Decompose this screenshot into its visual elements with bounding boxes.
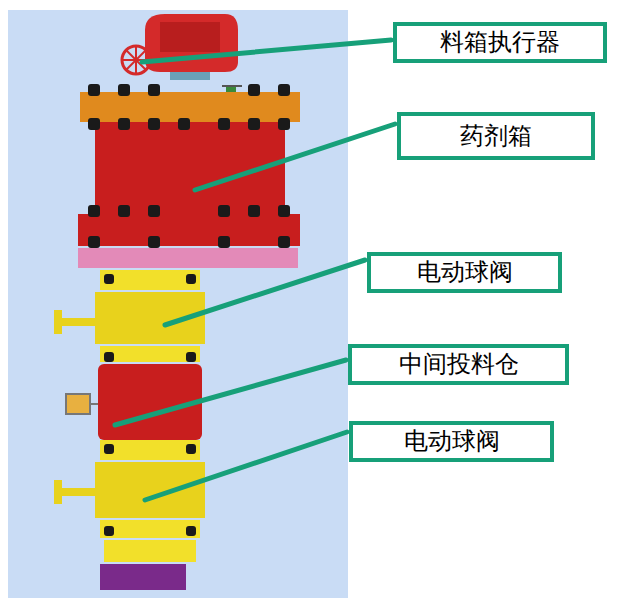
callout-box: 中间投料仓: [348, 344, 569, 385]
callout-label: 电动球阀: [417, 259, 513, 285]
background-panel: [8, 10, 348, 598]
callout-label: 中间投料仓: [399, 351, 519, 377]
lower-ball-valve: [54, 440, 205, 590]
callout-label: 料箱执行器: [440, 29, 560, 55]
callout-label: 电动球阀: [404, 428, 500, 454]
reagent-tank: [78, 84, 300, 268]
callout-box: 电动球阀: [349, 421, 554, 462]
callout-box: 电动球阀: [367, 252, 562, 293]
callout-box: 料箱执行器: [393, 22, 607, 63]
upper-ball-valve: [54, 270, 205, 362]
callout-label: 药剂箱: [460, 123, 532, 149]
middle-hopper: [66, 364, 202, 440]
callout-box: 药剂箱: [397, 112, 595, 160]
